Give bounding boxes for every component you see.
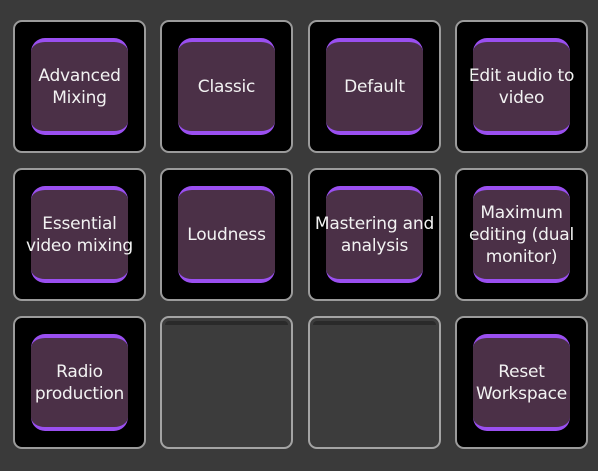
workspace-button-reset-workspace[interactable]: Reset Workspace: [473, 334, 570, 431]
workspace-button-label: Default: [344, 76, 405, 97]
key-slot-reset-workspace: Reset Workspace: [455, 316, 588, 449]
key-slot-empty-1[interactable]: [160, 316, 293, 449]
key-slot-essential-video-mixing: Essential video mixing: [13, 168, 146, 301]
workspace-button-label: Loudness: [187, 224, 266, 245]
workspace-button-radio-production[interactable]: Radio production: [31, 334, 128, 431]
workspace-button-edit-audio-to-video[interactable]: Edit audio to video: [469, 38, 574, 135]
workspace-button-essential-video-mixing[interactable]: Essential video mixing: [26, 186, 133, 283]
workspace-button-label: Advanced Mixing: [38, 65, 121, 108]
key-slot-edit-audio-to-video: Edit audio to video: [455, 20, 588, 153]
workspace-button-label: Maximum editing (dual monitor): [468, 202, 575, 267]
key-slot-maximum-editing: Maximum editing (dual monitor): [455, 168, 588, 301]
workspace-button-advanced-mixing[interactable]: Advanced Mixing: [31, 38, 128, 135]
workspace-button-label: Reset Workspace: [475, 361, 568, 404]
workspace-button-label: Edit audio to video: [468, 65, 575, 108]
workspace-button-label: Essential video mixing: [25, 213, 134, 256]
key-slot-advanced-mixing: Advanced Mixing: [13, 20, 146, 153]
key-slot-mastering-and-analysis: Mastering and analysis: [308, 168, 441, 301]
workspace-button-label: Classic: [197, 76, 256, 97]
workspace-button-loudness[interactable]: Loudness: [178, 186, 275, 283]
workspace-button-maximum-editing-dual-monitor[interactable]: Maximum editing (dual monitor): [469, 186, 574, 283]
key-slot-default: Default: [308, 20, 441, 153]
key-slot-empty-2[interactable]: [308, 316, 441, 449]
workspace-button-classic[interactable]: Classic: [178, 38, 275, 135]
workspace-button-default[interactable]: Default: [326, 38, 423, 135]
workspace-button-label: Radio production: [34, 361, 125, 404]
key-slot-loudness: Loudness: [160, 168, 293, 301]
workspace-button-mastering-and-analysis[interactable]: Mastering and analysis: [315, 186, 434, 283]
workspace-button-label: Mastering and analysis: [314, 213, 435, 256]
key-slot-radio-production: Radio production: [13, 316, 146, 449]
key-slot-classic: Classic: [160, 20, 293, 153]
